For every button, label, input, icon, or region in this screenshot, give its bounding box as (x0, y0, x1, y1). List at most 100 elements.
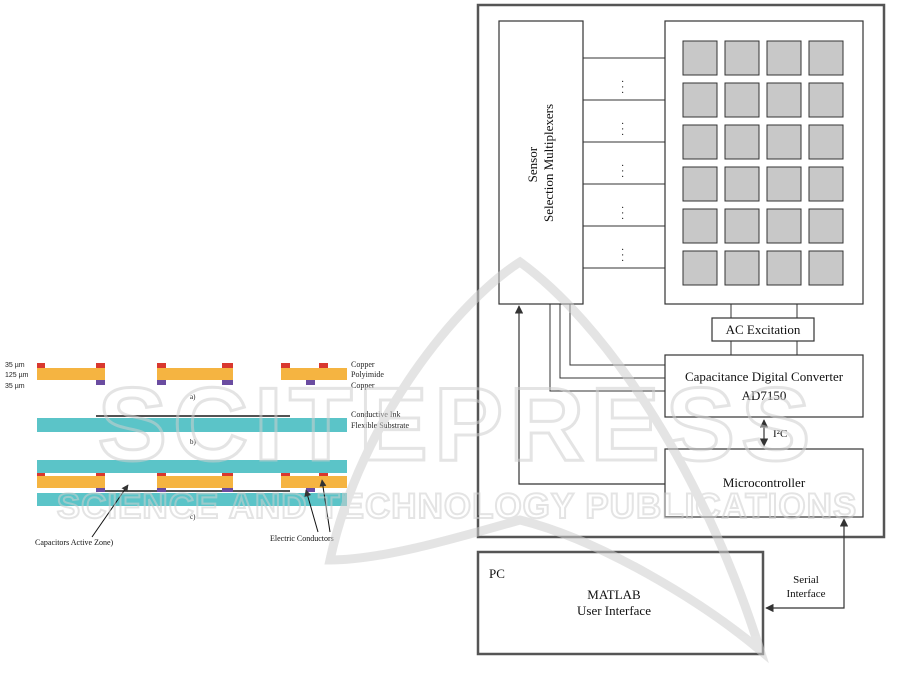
sensor-cell (766, 250, 802, 286)
sensor-cell (724, 250, 760, 286)
copper-pad-bottom (96, 488, 105, 492)
sensor-mux-block (498, 20, 584, 305)
sensor-cell (682, 124, 718, 160)
flexible-substrate-top (37, 460, 347, 473)
system-frame (476, 3, 886, 539)
dim-label: 35 µm (5, 362, 25, 369)
cdc-mux-connector (569, 304, 665, 366)
pc-app-line2: User Interface (577, 603, 651, 618)
mux-dots-label: . . . (619, 248, 631, 262)
serial-label-line2: Interface (786, 588, 825, 600)
layer-stack-a: 35 µm 125 µm 35 µm Copper Polyimide Copp… (5, 360, 384, 401)
copper-top-pad (319, 363, 328, 368)
sensor-cell (724, 208, 760, 244)
sensor-mux-label-line2: Selection Multiplexers (541, 104, 556, 222)
capacitor-arrow (91, 484, 129, 538)
copper-bottom-pad (96, 380, 105, 385)
dim-label: 125 µm (5, 372, 29, 379)
system-diagram: Sensor Selection Multiplexers . . . . . … (476, 3, 886, 656)
sensor-mux-label-line1: Sensor (525, 146, 540, 182)
i2c-label: I²C (773, 428, 787, 440)
copper-pad-top (157, 473, 166, 476)
sensor-cell (808, 166, 844, 202)
cdc-label-line1: Capacitance Digital Converter (685, 369, 844, 384)
sensor-cell (724, 166, 760, 202)
step-label-a: a) (190, 393, 196, 401)
polyimide-strip (37, 368, 105, 380)
copper-bottom-pad (222, 380, 233, 385)
mux-lines (583, 57, 665, 269)
mux-dots-label: . . . (619, 206, 631, 220)
sensor-cell (724, 82, 760, 118)
sensor-cell (766, 124, 802, 160)
copper-pad-bottom (222, 488, 233, 492)
mux-dots-label: . . . (619, 164, 631, 178)
sensor-cell (808, 82, 844, 118)
sensor-grid (682, 40, 844, 286)
sensor-cell (766, 82, 802, 118)
cdc-label-line2: AD7150 (742, 388, 787, 403)
sensor-cell (724, 124, 760, 160)
step-label-c: c) (190, 513, 196, 521)
ac-excitation-block (711, 317, 815, 342)
sensor-cell (808, 124, 844, 160)
layer-stack-c: c) Capacitors Active Zone) Electric Cond… (35, 460, 347, 547)
copper-pad-top (222, 473, 233, 476)
copper-top-pad (96, 363, 105, 368)
watermark-sub: SCIENCE AND TECHNOLOGY PUBLICATIONS (57, 487, 858, 526)
sensor-cell (808, 40, 844, 76)
sensor-cell (766, 40, 802, 76)
copper-top-pad (222, 363, 233, 368)
sensor-cell (724, 40, 760, 76)
pc-label: PC (489, 566, 505, 581)
sensor-cell (682, 40, 718, 76)
sensor-mux-label: Sensor Selection Multiplexers (525, 104, 556, 222)
cdc-mux-connector (549, 304, 665, 392)
sensor-cell (766, 208, 802, 244)
sensor-cell (808, 250, 844, 286)
copper-bottom-pad (306, 380, 315, 385)
copper-top-pad (281, 363, 290, 368)
copper-pad-bottom (157, 488, 166, 492)
annotation-capacitors: Capacitors Active Zone) (35, 538, 114, 547)
sensor-cell (808, 208, 844, 244)
sensor-cell (682, 208, 718, 244)
watermark-swoosh (324, 256, 769, 664)
copper-bottom-pad (157, 380, 166, 385)
layer-label-copper: Copper (351, 360, 375, 369)
conductor-arrow (319, 479, 331, 533)
serial-label-line1: Serial (793, 574, 819, 586)
copper-top-pad (157, 363, 166, 368)
annotation-conductors: Electric Conductors (270, 534, 334, 543)
copper-top-pad (37, 363, 45, 368)
ac-excitation-label: AC Excitation (726, 322, 801, 337)
mux-dots: . . . . . . . . . . . . . . . (619, 80, 631, 262)
polyimide-strip (37, 476, 105, 488)
pc-app-line1: MATLAB (587, 587, 641, 602)
layer-label-conductive-ink: Conductive Ink (351, 410, 401, 419)
sensor-cell (682, 250, 718, 286)
polyimide-strip (157, 476, 233, 488)
step-label-b: b) (190, 438, 197, 446)
microcontroller-block (664, 448, 864, 518)
watermark: SCITEPRESS SCIENCE AND TECHNOLOGY PUBLIC… (56, 256, 858, 664)
sensor-cell (766, 166, 802, 202)
copper-pad-top (319, 473, 328, 476)
copper-pad-top (37, 473, 45, 476)
serial-arrow (765, 518, 849, 613)
layer-label-copper: Copper (351, 381, 375, 390)
mcu-mux-arrow (514, 305, 665, 485)
dim-label: 35 µm (5, 383, 25, 390)
microcontroller-label: Microcontroller (723, 475, 806, 490)
pc-block (476, 550, 765, 656)
mux-dots-label: . . . (619, 122, 631, 136)
copper-pad-top (96, 473, 105, 476)
cdc-block (664, 354, 864, 418)
conductor-arrow (304, 489, 319, 533)
sensor-cell (682, 82, 718, 118)
flexible-substrate (37, 418, 347, 432)
polyimide-strip (157, 368, 233, 380)
polyimide-strip (281, 476, 347, 488)
mux-dots-label: . . . (619, 80, 631, 94)
